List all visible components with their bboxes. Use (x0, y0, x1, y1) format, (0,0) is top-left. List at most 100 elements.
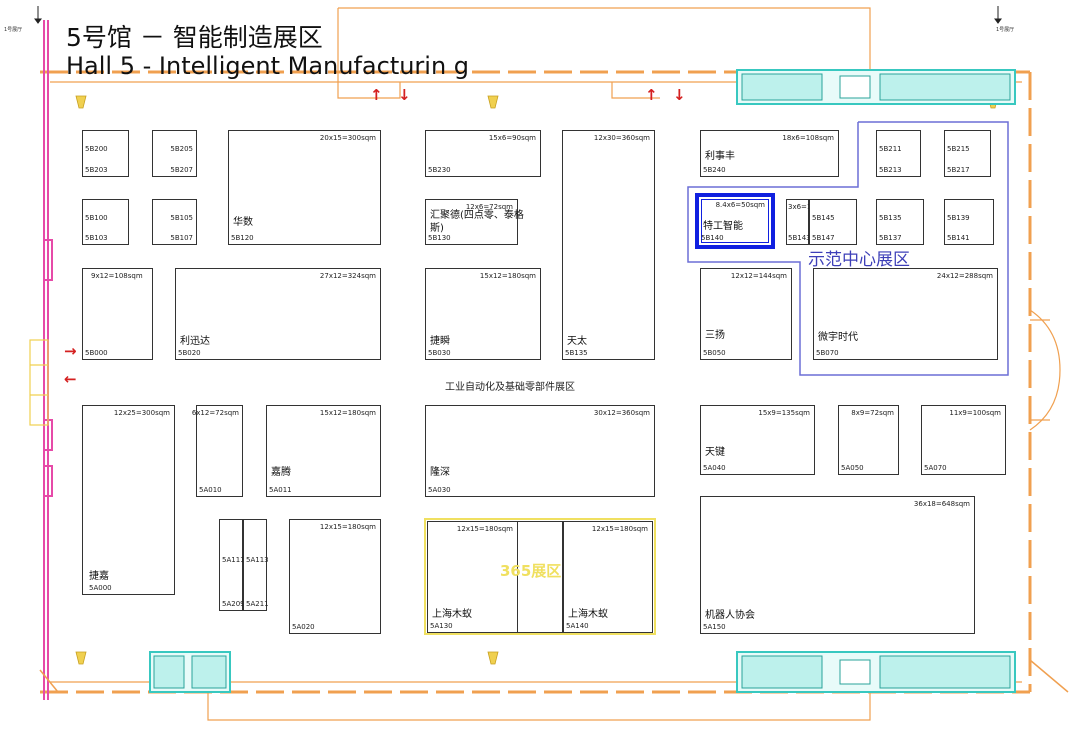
booth-exhibitor: 上海木蚁 (568, 609, 608, 620)
booth-code: 5B207 (170, 166, 193, 174)
booth-5B139[interactable]: 5B139 5B141 (944, 199, 994, 245)
booth-5A010[interactable]: 6x12=72sqm 5A010 (192, 405, 243, 497)
booth-code: 5B107 (170, 234, 193, 242)
booth-5B135-demo[interactable]: 5B135 5B137 (876, 199, 924, 245)
booth-size: 12x30=360sqm (593, 134, 650, 142)
booth-code: 5B070 (816, 349, 839, 357)
booth-code: 5A010 (199, 486, 222, 494)
booth-5A050[interactable]: 8x9=72sqm 5A050 (838, 405, 899, 475)
down-arrow-icon: ↓ (673, 86, 686, 104)
center-zone-label: 工业自动化及基础零部件展区 (445, 382, 575, 393)
booth-code: 5B000 (85, 349, 108, 357)
booth-size: 20x15=300sqm (319, 134, 376, 142)
booth-code: 5B217 (947, 166, 970, 174)
booth-code: 5B103 (85, 234, 108, 242)
booth-5A040[interactable]: 15x9=135sqm 天键 5A040 (700, 405, 815, 475)
booth-size: 15x6=90sqm (488, 134, 536, 142)
booth-5A070[interactable]: 11x9=100sqm 5A070 (921, 405, 1006, 475)
diagonal-corners (39, 659, 1069, 693)
booth-code: 5B230 (428, 166, 451, 174)
booth-5A113[interactable]: 5A113 5A211 (243, 519, 269, 611)
booth-5B215[interactable]: 5B215 5B217 (944, 130, 991, 177)
booth-exhibitor: 华数 (233, 217, 253, 228)
booth-code: 5A000 (89, 584, 112, 592)
booth-size: 15x9=135sqm (758, 409, 810, 417)
booth-exhibitor: 捷嘉 (89, 571, 109, 582)
booth-5B020[interactable]: 27x12=324sqm 利迅达 5B020 (175, 268, 381, 360)
title-chinese: 5号馆 － 智能制造展区 (66, 23, 323, 52)
booth-size: 12x15=180sqm (319, 523, 376, 531)
up-arrow-icon: ↑ (645, 86, 658, 104)
exit-markers (34, 6, 1002, 24)
booth-5B120[interactable]: 20x15=300sqm 华数 5B120 (228, 130, 381, 245)
booth-5A030[interactable]: 30x12=360sqm 隆深 5A030 (425, 405, 655, 497)
booth-exhibitor: 捷瞬 (430, 336, 450, 347)
booth-5B000[interactable]: 9x12=108sqm 5B000 (82, 268, 153, 360)
booth-size: 9x12=108sqm (91, 272, 143, 280)
booth-exhibitor: 机器人协会 (705, 610, 755, 621)
booth-5B211[interactable]: 5B211 5B213 (876, 130, 921, 177)
booth-exhibitor: 利事丰 (705, 151, 735, 162)
booth-code: 5B100 (85, 214, 108, 222)
booth-5B070[interactable]: 24x12=288sqm 微宇时代 5B070 (813, 268, 998, 360)
booth-code: 5A050 (841, 464, 864, 472)
booth-exhibitor: 三扬 (705, 330, 725, 341)
booth-5A130-ext (518, 521, 563, 633)
booth-code: 5A011 (269, 486, 292, 494)
booth-5A020[interactable]: 12x15=180sqm 5A020 (289, 519, 381, 634)
booth-size: 30x12=360sqm (593, 409, 650, 417)
booth-5A140[interactable]: 12x15=180sqm 上海木蚁 5A140 (563, 521, 653, 633)
booth-5B135[interactable]: 12x30=360sqm 天太 5B135 (562, 130, 655, 360)
booth-code: 5B130 (428, 234, 451, 242)
booth-5B240[interactable]: 18x6=108sqm 利事丰 5B240 (700, 130, 839, 177)
booth-size: 6x12=72sqm (191, 409, 239, 417)
booth-5A130[interactable]: 12x15=180sqm 上海木蚁 5A130 (427, 521, 518, 633)
booth-code: 5B203 (85, 166, 108, 174)
booth-exhibitor: 天太 (567, 336, 587, 347)
booth-5B140[interactable]: 8.4x6=50sqm 特工智能 5B140 (695, 193, 775, 249)
facility-bottom-left (149, 651, 231, 693)
facility-bottom-right (736, 651, 1016, 693)
booth-size: 24x12=288sqm (936, 272, 993, 280)
booth-5B145[interactable]: 5B145 5B147 (809, 199, 857, 245)
booth-code: 5B143 (788, 234, 811, 242)
booth-5B100[interactable]: 5B100 5B103 (82, 199, 129, 245)
booth-5B205[interactable]: 5B205 5B207 (152, 130, 197, 177)
zone-365-label: 365展区 (500, 562, 562, 580)
booth-5B030[interactable]: 15x12=180sqm 捷瞬 5B030 (425, 268, 541, 360)
booth-5A111[interactable]: 5A111 5A209 (219, 519, 245, 611)
corner-label-right: 1号展厅 (996, 27, 1015, 33)
booth-code: 5B137 (879, 234, 902, 242)
booth-size: 12x6=72sqm (465, 203, 513, 211)
booth-code: 5A113 (246, 556, 269, 564)
booth-code: 5B147 (812, 234, 835, 242)
booth-code: 5B141 (947, 234, 970, 242)
booth-size: 8x9=72sqm (851, 409, 894, 417)
booth-code: 5B135 (879, 214, 902, 222)
booth-size: 8.4x6=50sqm (715, 201, 765, 209)
booth-exhibitor: 上海木蚁 (432, 609, 472, 620)
booth-5A011[interactable]: 15x12=180sqm 嘉腾 5A011 (266, 405, 381, 497)
up-arrow-icon: ↑ (370, 86, 383, 104)
booth-code: 5B140 (701, 234, 724, 242)
booth-5B143[interactable]: 3x6=18sqm 5B143 (786, 199, 831, 245)
booth-code: 5B105 (170, 214, 193, 222)
booth-code: 5B240 (703, 166, 726, 174)
booth-5A000[interactable]: 12x25=300sqm 捷嘉 5A000 (82, 405, 175, 595)
booth-5B200[interactable]: 5B200 5B203 (82, 130, 129, 177)
booth-code: 5B030 (428, 349, 451, 357)
booth-5A150[interactable]: 36x18=648sqm 机器人协会 5A150 (700, 496, 975, 634)
booth-code: 5A020 (292, 623, 315, 631)
booth-code: 5B205 (170, 145, 193, 153)
booth-5B230[interactable]: 15x6=90sqm 5B230 (425, 130, 541, 177)
booth-5B105[interactable]: 5B105 5B107 (152, 199, 197, 245)
demo-zone-label: 示范中心展区 (808, 250, 910, 270)
booth-code: 5A150 (703, 623, 726, 631)
booth-code: 5A111 (222, 556, 245, 564)
booth-5B050[interactable]: 12x12=144sqm 三扬 5B050 (700, 268, 792, 360)
booth-size: 12x25=300sqm (113, 409, 170, 417)
left-arrow-icon: ← (64, 370, 77, 388)
booth-code: 5B200 (85, 145, 108, 153)
booth-code: 5A211 (246, 600, 269, 608)
booth-5B130[interactable]: 12x6=72sqm 汇聚德(四点零、泰格斯) 5B130 (425, 199, 524, 245)
